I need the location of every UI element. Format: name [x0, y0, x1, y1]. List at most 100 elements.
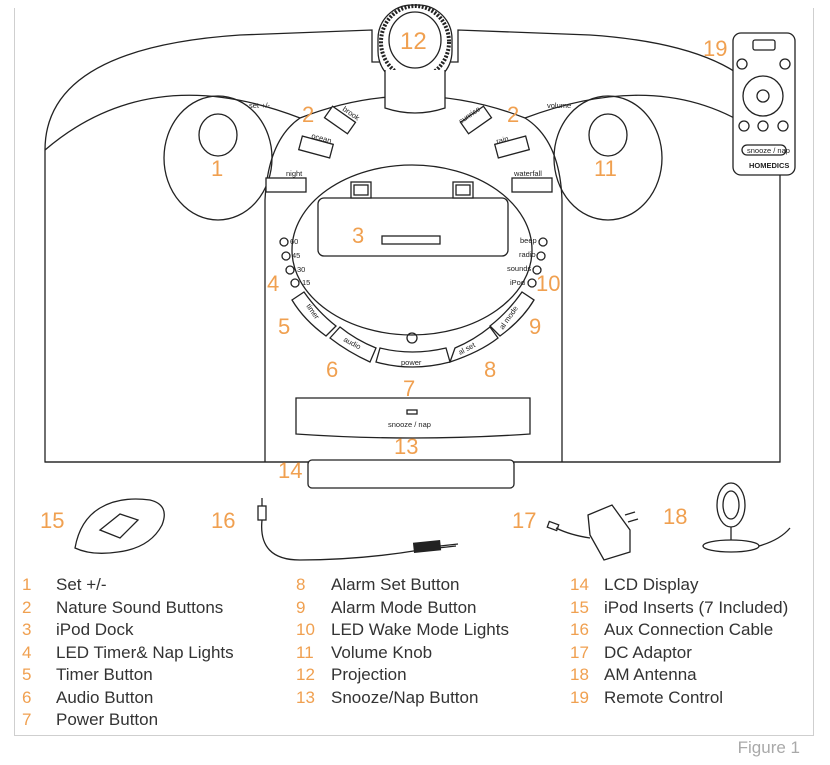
- legend-item: 9 Alarm Mode Button: [296, 597, 509, 620]
- legend-number: 19: [570, 687, 589, 707]
- legend-item: 10 LED Wake Mode Lights: [296, 619, 509, 642]
- legend-label: Audio Button: [56, 687, 154, 707]
- legend-number: 3: [22, 620, 32, 639]
- label-waterfall: waterfall: [513, 169, 542, 178]
- legend-number: 15: [570, 597, 589, 617]
- dc-adaptor: [587, 504, 631, 561]
- legend-item: 5 Timer Button: [22, 664, 234, 687]
- timer-button: [291, 291, 337, 337]
- al-mode-button: [489, 291, 535, 337]
- label-power: power: [401, 358, 422, 367]
- label-rain: rain: [495, 134, 509, 146]
- label-remote-snooze: snooze / nap: [747, 146, 790, 155]
- callout-4: 4: [267, 271, 279, 296]
- legend-number: 11: [296, 642, 314, 662]
- legend-item: 13 Snooze/Nap Button: [296, 687, 509, 710]
- callout-18: 18: [663, 504, 687, 529]
- legend-label: Volume Knob: [331, 642, 433, 662]
- callout-19: 19: [703, 36, 727, 61]
- label-sounds: sounds: [507, 264, 531, 273]
- legend-label: Nature Sound Buttons: [56, 597, 224, 617]
- legend-item: 12 Projection: [296, 664, 509, 687]
- label-timer-15: 15: [302, 278, 310, 287]
- label-timer-60: 60: [290, 237, 298, 246]
- legend-label: LED Wake Mode Lights: [331, 620, 509, 639]
- legend-item: 8 Alarm Set Button: [296, 574, 509, 597]
- legend-label: Snooze/Nap Button: [331, 687, 479, 707]
- projection-knob: [379, 4, 451, 80]
- volume-knob: [553, 95, 663, 221]
- callout-1: 1: [211, 156, 223, 181]
- callout-12: 12: [400, 28, 427, 55]
- legend-number: 14: [570, 575, 589, 594]
- label-beep: beep: [520, 236, 537, 245]
- legend-column-2: 8 Alarm Set Button 9 Alarm Mode Button 10 L…: [296, 574, 509, 709]
- audio-button: [329, 326, 377, 363]
- set-knob: [163, 95, 273, 221]
- callout-9: 9: [529, 314, 541, 339]
- callout-17: 17: [512, 508, 536, 533]
- legend-number: 13: [296, 687, 315, 707]
- am-antenna: [702, 482, 791, 553]
- legend-label: Aux Connection Cable: [604, 620, 774, 639]
- label-night: night: [286, 169, 303, 178]
- legend-item: 14 LCD Display: [570, 574, 788, 597]
- legend-number: 18: [570, 665, 589, 684]
- label-volume: volume: [547, 101, 571, 110]
- legend-number: 12: [296, 665, 315, 684]
- snooze-button: [295, 397, 531, 439]
- legend-item: 16 Aux Connection Cable: [570, 619, 788, 642]
- label-snooze: snooze / nap: [388, 420, 431, 429]
- label-ipod: iPod: [510, 278, 525, 287]
- al-set-button: [448, 326, 499, 364]
- ipod-insert: [74, 498, 165, 554]
- aux-cable: [261, 519, 457, 561]
- figure-caption: Figure 1: [737, 738, 800, 757]
- legend-number: 17: [570, 642, 589, 662]
- legend-item: 11 Volume Knob: [296, 642, 509, 665]
- callout-2a: 2: [302, 102, 314, 127]
- callout-11: 11: [594, 156, 617, 181]
- legend-label: DC Adaptor: [604, 642, 692, 662]
- label-radio: radio: [519, 250, 536, 259]
- figure-frame: [14, 8, 814, 736]
- legend-label: Alarm Mode Button: [331, 597, 477, 617]
- legend-number: 1: [22, 575, 32, 594]
- callout-13: 13: [394, 434, 418, 459]
- legend-number: 9: [296, 597, 306, 617]
- legend-label: LCD Display: [604, 575, 699, 594]
- legend-number: 7: [22, 710, 32, 729]
- legend-label: Alarm Set Button: [331, 575, 460, 594]
- legend-label: Timer Button: [56, 665, 153, 684]
- legend-item: 18 AM Antenna: [570, 664, 788, 687]
- legend-number: 5: [22, 665, 32, 684]
- callout-10: 10: [536, 271, 560, 296]
- legend-number: 4: [22, 642, 32, 662]
- callout-8: 8: [484, 357, 496, 382]
- legend-label: LED Timer& Nap Lights: [56, 642, 234, 662]
- callout-2b: 2: [507, 102, 519, 127]
- label-remote-brand: HOMEDICS: [749, 161, 789, 170]
- legend-item: 4 LED Timer& Nap Lights: [22, 642, 234, 665]
- legend-number: 10: [296, 620, 315, 639]
- legend-number: 8: [296, 575, 306, 594]
- power-button: [375, 347, 451, 368]
- legend-number: 16: [570, 620, 589, 639]
- label-set: set +/-: [249, 101, 271, 110]
- callout-14: 14: [278, 458, 302, 483]
- callout-6: 6: [326, 357, 338, 382]
- callout-15: 15: [40, 508, 64, 533]
- legend-label: Projection: [331, 665, 407, 684]
- label-timer-30: 30: [297, 265, 305, 274]
- legend-label: AM Antenna: [604, 665, 697, 684]
